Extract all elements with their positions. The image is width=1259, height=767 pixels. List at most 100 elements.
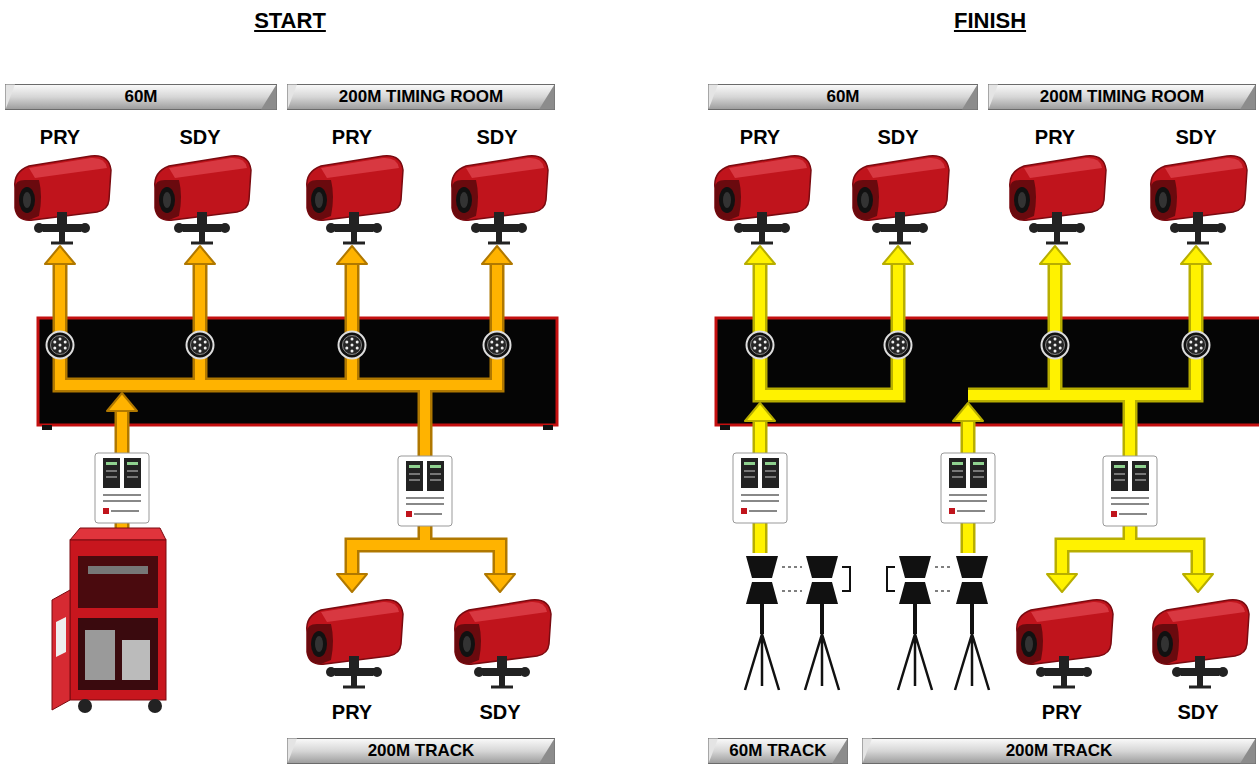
drawing-part [78,699,92,713]
label-band: 60M TRACK [708,738,848,764]
drawing-part [747,332,774,359]
band-label: 200M TIMING ROOM [339,87,503,107]
panel-title: FINISH [890,8,1090,34]
band-bevel [539,739,555,764]
start-connectors [47,332,511,359]
band-fill [288,85,555,110]
camera-illustration [1000,150,1110,245]
drawing-part [733,453,787,523]
label-band: 200M TIMING ROOM [988,84,1256,110]
band-bevel [863,739,873,764]
drawing-part [953,403,983,421]
drawing-part [885,332,912,359]
drawing-part [1181,246,1211,264]
drawing-part [38,318,557,425]
label-band: 60M [708,84,978,110]
camera-label: PRY [991,124,1119,150]
camera-label: PRY [288,124,416,150]
drawing-part [122,640,150,680]
camera-illustration [5,150,115,245]
camera-unit: SDY [1132,124,1259,245]
band-bevel [1240,739,1256,764]
drawing-part [78,556,158,608]
start-splitters [95,453,452,526]
camera-label: SDY [834,124,962,150]
camera-unit: SDY [1134,594,1259,725]
drawing-part [337,574,367,592]
drawing-part [1042,332,1069,359]
camera-label: PRY [696,124,824,150]
drawing-part [187,332,214,359]
drawing-part [78,618,158,690]
drawing-part [716,318,1259,425]
drawing-part [745,556,779,690]
panel-title: START [190,8,390,34]
label-band: 200M TRACK [287,738,555,764]
camera-illustration [705,150,815,245]
band-label: 200M TIMING ROOM [1040,87,1204,107]
drawing-part [941,453,995,523]
drawing-part [782,567,952,591]
camera-illustration [1007,594,1117,689]
band-bevel [539,85,555,110]
drawing-part [148,699,162,713]
drawing-part [760,262,1198,576]
label-band: 60M [5,84,277,110]
band-fill [863,739,1256,764]
drawing-part [1183,574,1213,592]
drawing-part [337,246,367,264]
camera-unit: PRY [288,594,416,725]
camera-unit: PRY [998,594,1126,725]
camera-body [155,156,251,243]
camera-label: SDY [1132,124,1259,150]
drawing-part [1047,574,1077,592]
drawing-part [1103,456,1157,526]
photocell-tripods [745,556,989,690]
band-bevel [288,85,298,110]
band-bevel [989,85,999,110]
camera-label: PRY [998,699,1126,725]
camera-unit: SDY [834,124,962,245]
camera-unit: SDY [136,124,264,245]
camera-body [307,156,403,243]
start-cabinet [52,528,166,713]
camera-unit: PRY [0,124,124,245]
drawing-part [60,262,500,576]
drawing-part [760,262,1198,576]
drawing-part [185,246,215,264]
drawing-part [70,540,166,700]
drawing-part [842,567,895,591]
band-label: 60M [826,87,859,107]
band-bevel [709,739,719,764]
finish-splitters [733,453,1157,526]
camera-body [15,156,111,243]
drawing-part [339,332,366,359]
camera-body [452,156,548,243]
drawing-part [485,574,515,592]
drawing-part [60,262,500,576]
drawing-part [805,556,839,690]
camera-body [715,156,811,243]
drawing-part [85,630,115,680]
camera-body [307,600,403,687]
camera-body [1017,600,1113,687]
camera-body [853,156,949,243]
drawing-part [1183,332,1210,359]
band-label: 200M TRACK [1006,741,1113,761]
drawing-part [56,617,66,657]
camera-illustration [442,150,552,245]
camera-illustration [445,594,555,689]
drawing-part [95,453,149,523]
drawing-part [745,403,775,421]
camera-illustration [1141,150,1251,245]
camera-illustration [297,150,407,245]
drawing-part [543,425,553,430]
drawing-part [484,332,511,359]
finish-junction-box [716,318,1259,430]
drawing-part [745,246,775,264]
band-label: 200M TRACK [368,741,475,761]
drawing-part [88,566,148,574]
camera-label: SDY [1134,699,1259,725]
camera-illustration [297,594,407,689]
